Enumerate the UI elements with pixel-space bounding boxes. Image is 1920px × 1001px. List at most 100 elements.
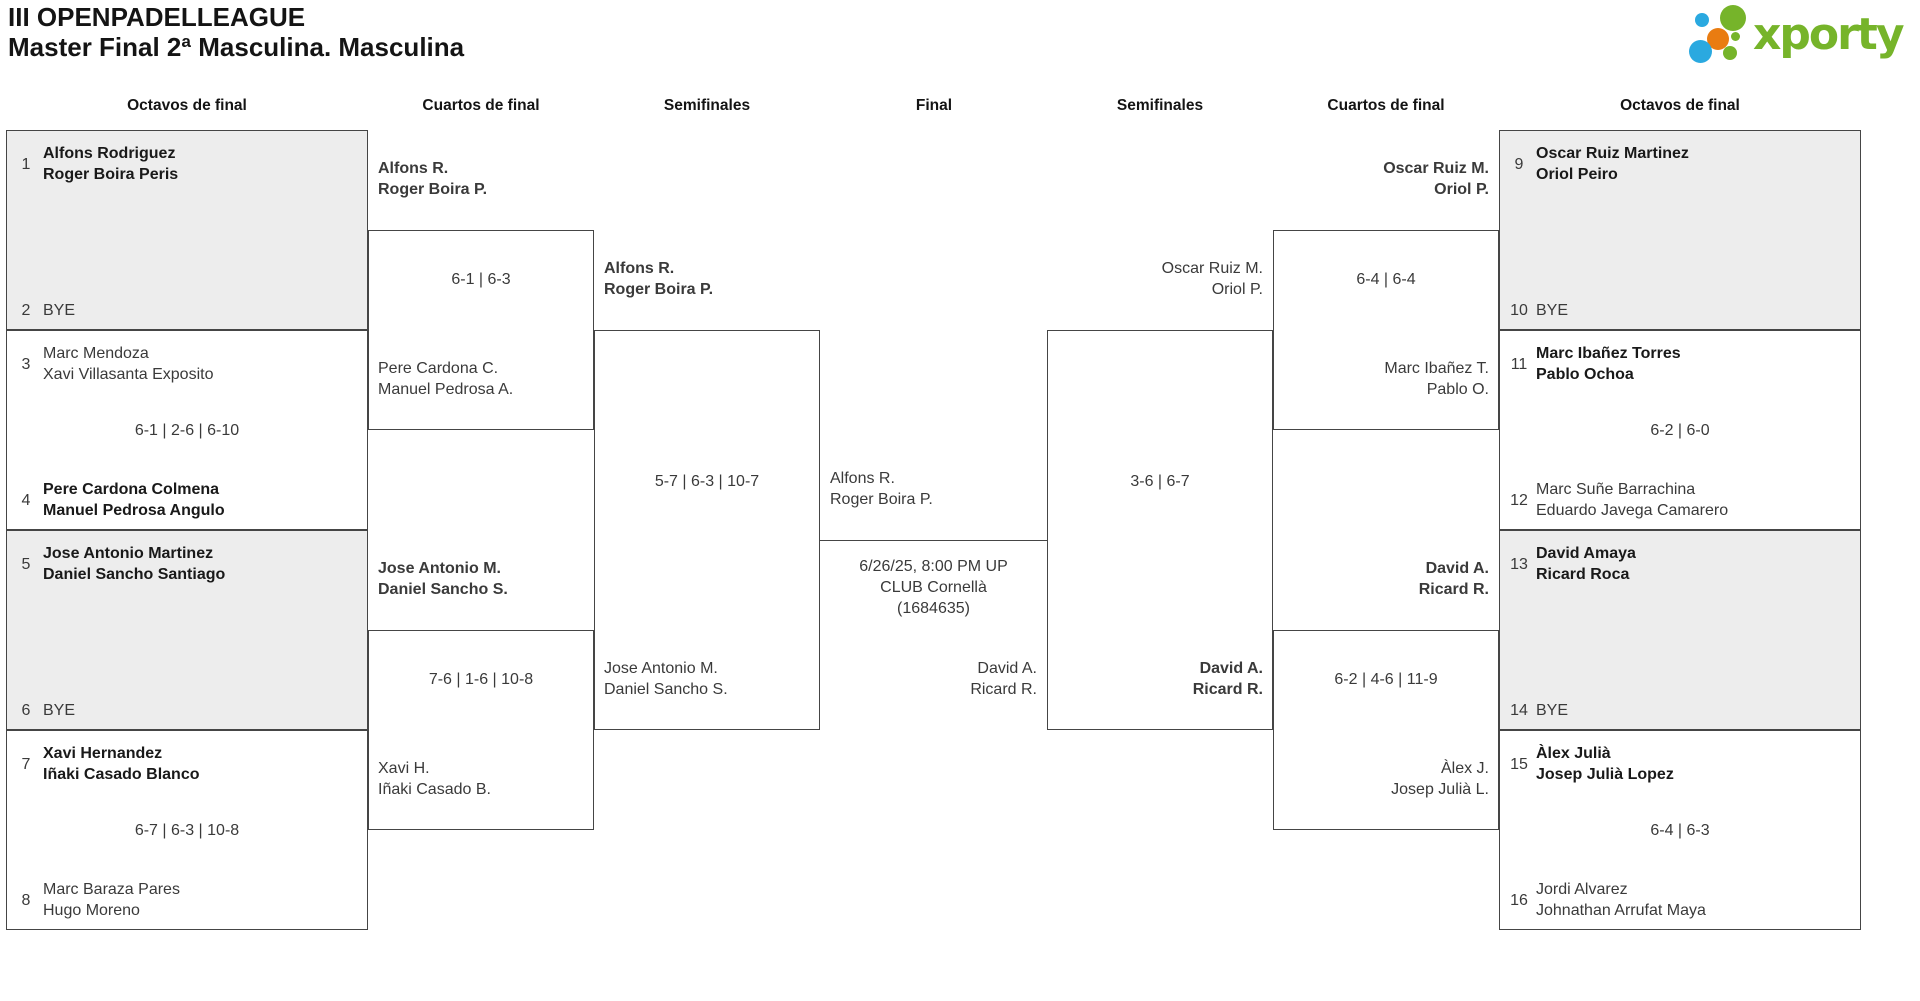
team-entry: Pere Cardona C. Manuel Pedrosa A. [378,358,513,400]
team-name: Oscar Ruiz M. [1161,260,1263,277]
match-score: 7-6 | 1-6 | 10-8 [428,671,534,688]
team-name: Marc Suñe Barrachina [1536,481,1696,498]
team-name: Manuel Pedrosa A. [378,381,514,398]
team-name: Marc Ibañez Torres [1536,345,1681,362]
team-entry: David A. Ricard R. [1193,658,1263,700]
match-score: 6-4 | 6-3 [1650,822,1710,839]
team-name: Johnathan Arrufat Maya [1536,902,1706,919]
tournament-subtitle: Master Final 2ª Masculina. Masculina [8,32,465,62]
team-entry: 14 BYE [1508,700,1852,721]
team-name: Roger Boira P. [604,281,714,298]
round-header-octavos-right: Octavos de final [1620,97,1740,114]
final-connector-line [820,540,1047,541]
seed-number: 11 [1510,355,1528,373]
logo-dot-green-small [1723,46,1737,60]
team-name: Daniel Sancho Santiago [43,566,226,583]
team-name: Ricard R. [1192,681,1263,698]
final-venue: CLUB Cornellà [880,579,987,596]
team-name: Jose Antonio Martinez [43,545,214,562]
team-name: Josep Julià L. [1391,781,1489,798]
seed-number: 5 [21,555,31,573]
round-header-semis-left: Semifinales [663,97,751,114]
team-name: Marc Baraza Pares [43,881,180,898]
team-name: Marc Mendoza [43,345,149,362]
round-header-cuartos-right: Cuartos de final [1327,97,1445,114]
team-entry: 2 BYE [15,300,359,321]
match-score: 6-7 | 6-3 | 10-8 [134,822,240,839]
bye-label: BYE [1536,302,1569,319]
seed-number: 1 [21,155,31,173]
team-name: David Amaya [1536,545,1636,562]
round-header-semis-right: Semifinales [1116,97,1204,114]
team-name: Oriol P. [1211,281,1263,298]
logo-dot-green-tiny [1731,32,1740,41]
logo-dot-orange [1707,28,1729,50]
team-entry: Àlex J. Josep Julià L. [1391,758,1489,800]
team-entry: Alfons R. Roger Boira P. [378,158,487,200]
match-score: 6-2 | 4-6 | 11-9 [1334,671,1438,688]
team-entry: 6 BYE [15,700,359,721]
team-name: Marc Ibañez T. [1384,360,1489,377]
tournament-title: III OPENPADELLEAGUE [8,2,306,32]
seed-number: 12 [1510,491,1528,509]
team-name: David A. [1199,660,1263,677]
round-header-octavos-left: Octavos de final [127,97,247,114]
team-entry: Alfons R. Roger Boira P. [830,468,933,510]
team-name: Àlex J. [1440,760,1489,777]
team-name: Jordi Alvarez [1536,881,1628,898]
match-score: 6-1 | 6-3 [451,271,511,288]
logo-dot-blue-small [1695,13,1709,27]
team-name: Alfons R. [604,260,675,277]
match-box-cuartos-l2 [368,630,594,830]
team-name: Manuel Pedrosa Angulo [43,502,225,519]
logo-dot-green-large [1720,5,1746,31]
team-name: Ricard R. [970,681,1037,698]
team-name: Daniel Sancho S. [378,581,508,598]
team-name: Iñaki Casado B. [378,781,491,798]
team-entry: David A. Ricard R. [970,658,1037,700]
match-box-cuartos-r1 [1273,230,1499,430]
team-name: Pere Cardona C. [378,360,499,377]
team-name: Oriol P. [1434,181,1489,198]
team-name: David A. [977,660,1037,677]
team-name: Roger Boira P. [378,181,488,198]
team-name: David A. [1425,560,1489,577]
team-entry: 10 BYE [1508,300,1852,321]
seed-number: 2 [21,302,31,319]
team-entry: Xavi H. Iñaki Casado B. [378,758,491,800]
bye-label: BYE [1536,702,1569,719]
team-name: Àlex Julià [1536,745,1611,762]
team-entry: Oscar Ruiz M. Oriol P. [1162,258,1263,300]
team-entry: Jose Antonio M. Daniel Sancho S. [604,658,728,700]
seed-number: 9 [1514,155,1524,173]
team-entry: Oscar Ruiz M. Oriol P. [1383,158,1489,200]
team-name: Eduardo Javega Camarero [1536,502,1729,519]
team-name: Roger Boira Peris [43,166,179,183]
match-score: 5-7 | 6-3 | 10-7 [654,473,760,490]
team-name: Oriol Peiro [1536,166,1618,183]
team-name: Alfons R. [378,160,449,177]
match-score: 6-1 | 2-6 | 6-10 [134,422,240,439]
team-name: Ricard R. [1418,581,1489,598]
team-entry: Jose Antonio M. Daniel Sancho S. [378,558,508,600]
seed-number: 4 [21,491,31,509]
seed-number: 7 [21,755,31,773]
final-match-id: (1684635) [897,600,970,617]
team-name: Pablo Ochoa [1536,366,1634,383]
team-entry: Marc Ibañez T. Pablo O. [1384,358,1489,400]
team-name: Ricard Roca [1536,566,1630,583]
